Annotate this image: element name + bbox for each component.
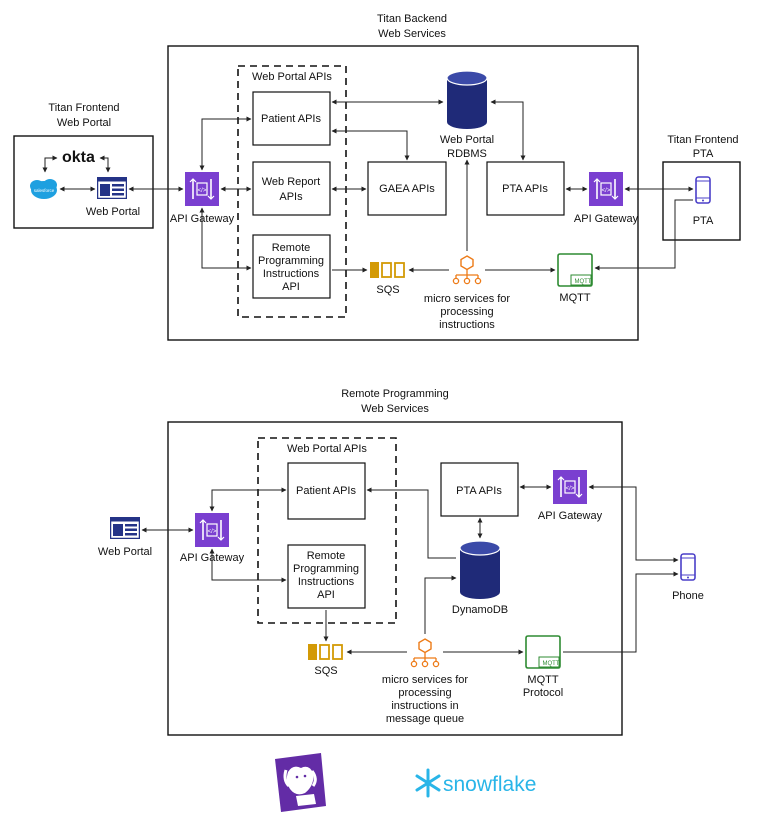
gateway-remote-link xyxy=(199,207,252,271)
salesforce-icon: salesforce xyxy=(30,179,57,199)
api-gateway-icon xyxy=(195,513,229,547)
gateway-patient-link xyxy=(209,487,287,512)
mqtt-label: MQTT xyxy=(559,292,590,304)
microservices-icon xyxy=(452,255,482,285)
bottom-web-portal-label: Web Portal xyxy=(98,546,152,558)
rdbms-icon xyxy=(446,70,488,130)
web-portal-apis-group xyxy=(257,437,397,624)
mqtt-phone-link xyxy=(563,571,679,653)
pta-apis-label: PTA APIs xyxy=(502,183,548,195)
frontend-web-portal-frame xyxy=(13,135,154,229)
bottom-remote-line2: Programming xyxy=(293,563,359,575)
pta-apis-box xyxy=(486,161,565,216)
bottom-pta-apis-label: PTA APIs xyxy=(456,485,502,497)
group-label: Web Portal APIs xyxy=(252,71,332,83)
web-report-label-line1: Web Report xyxy=(262,176,321,188)
bottom-mqtt-line1: MQTT xyxy=(527,674,558,686)
gateway-patient-link xyxy=(199,116,252,171)
remote-programming-api-box xyxy=(287,544,366,609)
bottom-group-label: Web Portal APIs xyxy=(287,443,367,455)
pta-frontend-frame xyxy=(662,161,741,241)
web-portal-label: Web Portal xyxy=(86,206,140,218)
bottom-api-gateway-right-label: API Gateway xyxy=(538,510,603,522)
micro-dynamodb-link xyxy=(424,575,457,634)
top-title-line2: Web Services xyxy=(378,28,446,40)
phone-icon xyxy=(680,553,696,581)
web-portal-icon xyxy=(110,517,140,539)
remote-line2: Programming xyxy=(258,255,324,267)
titan-backend-frame xyxy=(167,45,639,341)
micro-label-line3: instructions xyxy=(439,319,495,331)
mqtt-badge: MQTT xyxy=(575,279,592,285)
micro-label-line1: micro services for xyxy=(424,293,511,305)
remote-programming-frame xyxy=(167,421,623,736)
pta-phone-icon xyxy=(695,176,711,204)
pta-frontend-title-line1: Titan Frontend xyxy=(667,134,738,146)
microservices-icon xyxy=(410,638,440,668)
web-portal-icon xyxy=(97,177,127,199)
patient-apis-label: Patient APIs xyxy=(261,113,321,125)
web-report-label-line2: APIs xyxy=(279,191,303,203)
api-gateway-right-label: API Gateway xyxy=(574,213,639,225)
mqtt-badge: MQTT xyxy=(543,661,560,667)
remote-line1: Remote xyxy=(272,242,311,254)
okta-portal-link xyxy=(99,155,111,173)
bottom-remote-line3: Instructions xyxy=(298,576,355,588)
gaea-apis-box xyxy=(367,161,447,216)
patient-apis-box xyxy=(252,91,331,146)
rdbms-label-line1: Web Portal xyxy=(440,134,494,146)
pta-device-label: PTA xyxy=(693,215,714,227)
bottom-title-line1: Remote Programming xyxy=(341,388,449,400)
frontend-title-line2: Web Portal xyxy=(57,117,111,129)
bottom-mqtt-line2: Protocol xyxy=(523,687,563,699)
pta-apis-box xyxy=(440,462,519,517)
bottom-micro-line3: instructions in xyxy=(391,700,458,712)
bottom-patient-apis-label: Patient APIs xyxy=(296,485,356,497)
phone-label: Phone xyxy=(672,590,704,602)
gateway-phone-link xyxy=(588,484,679,563)
pta-frontend-title-line2: PTA xyxy=(693,148,714,160)
micro-label-line2: processing xyxy=(440,306,493,318)
remote-line4: API xyxy=(282,281,300,293)
remote-line3: Instructions xyxy=(263,268,320,280)
okta-logo: okta xyxy=(62,149,95,166)
gateway-remote-link xyxy=(209,548,287,583)
api-gateway-icon xyxy=(185,172,219,206)
web-report-apis-box xyxy=(252,161,331,216)
bottom-micro-line1: micro services for xyxy=(382,674,469,686)
bottom-remote-line4: API xyxy=(317,589,335,601)
sqs-icon xyxy=(370,262,405,278)
patient-apis-box xyxy=(287,462,366,520)
gaea-apis-label: GAEA APIs xyxy=(379,183,435,195)
bottom-remote-line1: Remote xyxy=(307,550,346,562)
dynamodb-label: DynamoDB xyxy=(452,604,508,616)
patient-gaea-link xyxy=(331,128,410,161)
dynamodb-patient-link xyxy=(366,487,456,559)
sqs-label: SQS xyxy=(376,284,399,296)
rdbms-pta-link xyxy=(490,99,526,161)
snowflake-logo: snowflake xyxy=(443,773,536,796)
mqtt-pta-link xyxy=(594,199,693,271)
datadog-logo xyxy=(275,753,326,812)
rdbms-label-line2: RDBMS xyxy=(447,148,487,160)
bottom-sqs-label: SQS xyxy=(314,665,337,677)
svg-text:salesforce: salesforce xyxy=(34,188,55,193)
remote-programming-api-box xyxy=(252,234,331,299)
frontend-title-line1: Titan Frontend xyxy=(48,102,119,114)
api-gateway-icon xyxy=(553,470,587,504)
sqs-icon xyxy=(308,644,343,660)
web-portal-apis-group xyxy=(237,65,347,318)
dynamodb-icon xyxy=(459,540,501,600)
bottom-micro-line4: message queue xyxy=(386,713,464,725)
snowflake-icon xyxy=(415,768,441,798)
top-title-line1: Titan Backend xyxy=(377,13,447,25)
api-gateway-icon xyxy=(589,172,623,206)
bottom-title-line2: Web Services xyxy=(361,403,429,415)
bottom-micro-line2: processing xyxy=(398,687,451,699)
okta-salesforce-link xyxy=(42,155,58,173)
